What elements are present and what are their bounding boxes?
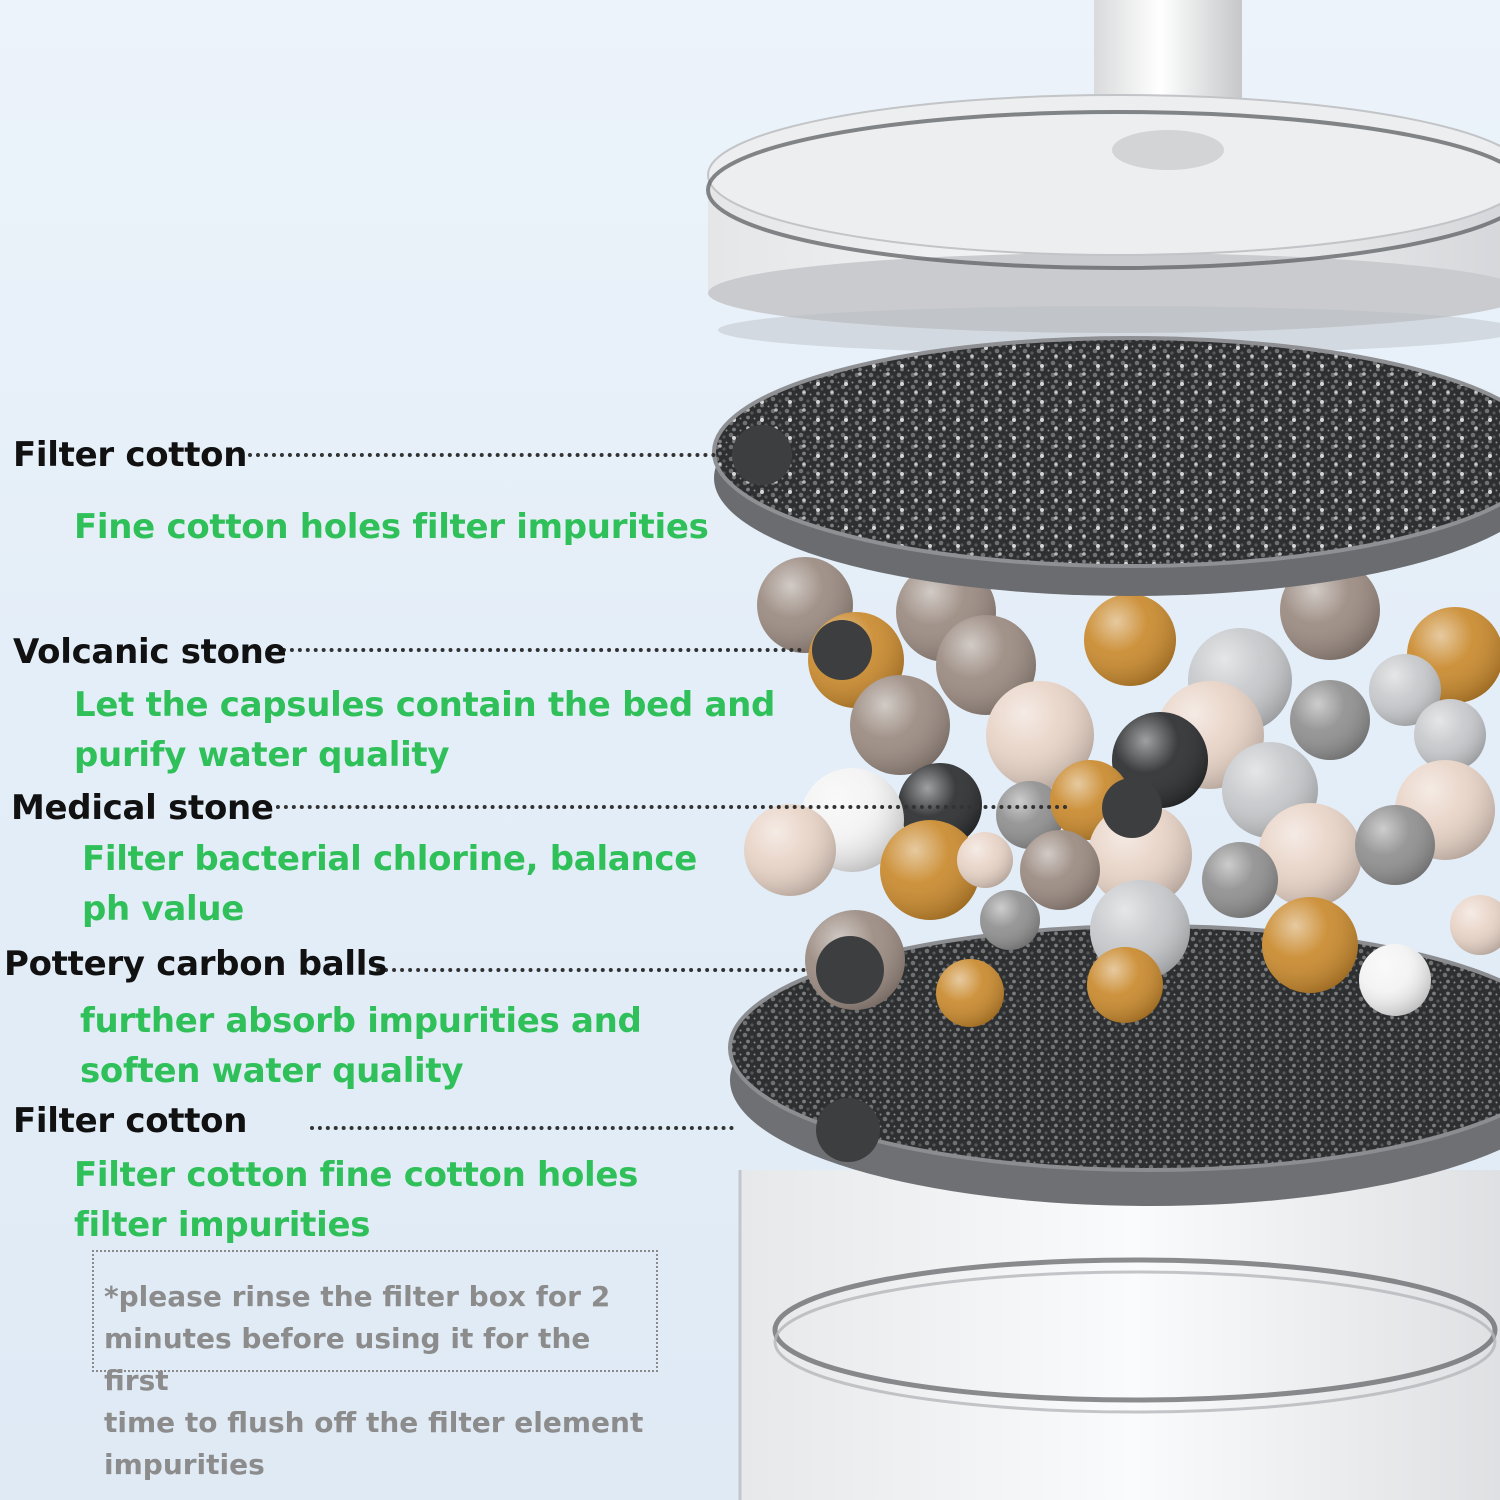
mineral-ball-shading	[957, 832, 1013, 888]
note-box	[92, 1250, 658, 1372]
mineral-ball-shading	[1414, 699, 1486, 771]
mineral-ball-shading	[1087, 947, 1163, 1023]
mineral-ball-shading	[1359, 944, 1431, 1016]
mineral-ball-shading	[1450, 895, 1500, 955]
cartridge-cup-illustration	[738, 1170, 1500, 1500]
mineral-ball-shading	[1355, 805, 1435, 885]
mineral-ball-shading	[1020, 830, 1100, 910]
leader-line	[282, 648, 802, 652]
leader-marker	[812, 620, 872, 680]
leader-marker	[816, 1098, 880, 1162]
layer-title: Filter cotton	[13, 1101, 248, 1141]
mineral-ball-shading	[1258, 803, 1362, 907]
note-line: time to flush off the filter element	[104, 1406, 644, 1439]
layer-description: Filter bacterial chlorine, balance	[82, 839, 697, 879]
filter-cotton-pad-illustration	[712, 336, 1500, 596]
layer-title: Volcanic stone	[13, 632, 287, 672]
note-line: *please rinse the filter box for 2	[104, 1280, 611, 1313]
layer-description: Fine cotton holes filter impurities	[74, 507, 709, 547]
mineral-ball-shading	[880, 820, 980, 920]
mineral-balls-illustration	[744, 557, 1500, 1027]
layer-title: Pottery carbon balls	[4, 944, 388, 984]
mineral-ball-shading	[1290, 680, 1370, 760]
layer-description: further absorb impurities and	[80, 1001, 642, 1041]
layer-description: purify water quality	[74, 735, 450, 775]
layer-title: Filter cotton	[13, 435, 248, 475]
mineral-ball-shading	[936, 959, 1004, 1027]
note-line: minutes before using it for the first	[104, 1322, 591, 1397]
layer-description: Let the capsules contain the bed and	[74, 685, 776, 725]
cartridge-lid-illustration	[706, 0, 1500, 354]
mineral-ball-shading	[1262, 897, 1358, 993]
mineral-ball-shading	[996, 781, 1064, 849]
leader-marker	[732, 425, 792, 485]
leader-marker	[1102, 778, 1162, 838]
leader-line	[310, 1126, 734, 1130]
leader-marker	[816, 936, 884, 1004]
rinse-note: *please rinse the filter box for 2 minut…	[104, 1276, 664, 1486]
mineral-ball-shading	[1202, 842, 1278, 918]
leader-line	[268, 805, 1068, 809]
layer-description: Filter cotton fine cotton holes	[74, 1155, 639, 1195]
mineral-ball-shading	[1369, 654, 1441, 726]
mineral-ball-shading	[1084, 594, 1176, 686]
mineral-ball-shading	[850, 675, 950, 775]
layer-description: soften water quality	[80, 1051, 464, 1091]
note-line: impurities	[104, 1448, 265, 1481]
leader-line	[376, 968, 806, 972]
leader-line	[248, 453, 716, 457]
mineral-ball-shading	[986, 681, 1094, 789]
mineral-ball-shading	[744, 804, 836, 896]
mineral-ball-shading	[980, 890, 1040, 950]
layer-description: filter impurities	[74, 1205, 371, 1245]
layer-title: Medical stone	[11, 788, 274, 828]
layer-description: ph value	[82, 889, 245, 929]
